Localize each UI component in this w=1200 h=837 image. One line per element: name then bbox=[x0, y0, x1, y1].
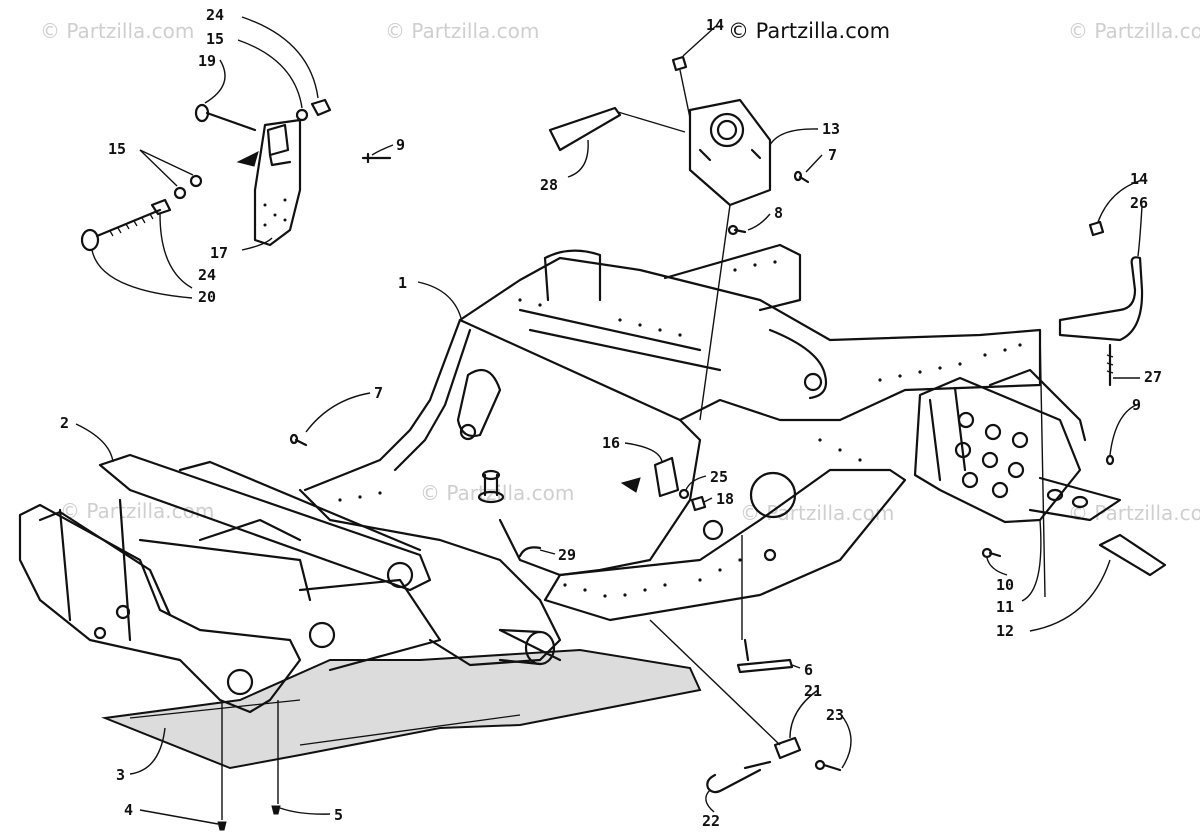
callout-24: 24 bbox=[198, 266, 216, 284]
callout-1: 1 bbox=[398, 274, 407, 292]
callout-17: 17 bbox=[210, 244, 228, 262]
callout-7: 7 bbox=[828, 146, 837, 164]
watermark-text: © Partzilla.com bbox=[1068, 19, 1200, 43]
leader-lines bbox=[75, 16, 1143, 825]
callout-9: 9 bbox=[1132, 396, 1141, 414]
small-hardware bbox=[217, 433, 842, 831]
callout-28: 28 bbox=[540, 176, 558, 194]
belly-pan bbox=[101, 648, 702, 770]
callout-16: 16 bbox=[602, 434, 620, 452]
callout-14: 14 bbox=[1130, 170, 1148, 188]
callout-20: 20 bbox=[198, 288, 216, 306]
front-suspension-bracket bbox=[18, 453, 442, 714]
callout-27: 27 bbox=[1144, 368, 1162, 386]
callout-22: 22 bbox=[702, 812, 720, 830]
callout-10: 10 bbox=[996, 576, 1014, 594]
callout-19: 19 bbox=[198, 52, 216, 70]
callout-13: 13 bbox=[822, 120, 840, 138]
callout-24: 24 bbox=[206, 6, 224, 24]
callout-labels: 24 15 19 9 15 17 24 20 14 13 7 28 8 1 7 … bbox=[60, 6, 1162, 830]
watermark-text: © Partzilla.com bbox=[740, 501, 894, 525]
watermark-text: © Partzilla.com bbox=[40, 19, 194, 43]
callout-12: 12 bbox=[996, 622, 1014, 640]
watermark-main: © Partzilla.com bbox=[728, 19, 890, 43]
callout-9: 9 bbox=[396, 136, 405, 154]
callout-23: 23 bbox=[826, 706, 844, 724]
callout-26: 26 bbox=[1130, 194, 1148, 212]
callout-15: 15 bbox=[108, 140, 126, 158]
steering-bracket-assembly bbox=[80, 98, 392, 252]
callout-15: 15 bbox=[206, 30, 224, 48]
callout-14: 14 bbox=[706, 16, 724, 34]
callout-21: 21 bbox=[804, 682, 822, 700]
main-chassis-frame bbox=[298, 243, 1042, 667]
watermark-text: © Partzilla.com bbox=[1068, 501, 1200, 525]
callout-11: 11 bbox=[996, 598, 1014, 616]
center-mount-plate bbox=[548, 55, 810, 236]
callout-29: 29 bbox=[558, 546, 576, 564]
running-board-plate bbox=[913, 220, 1167, 577]
callout-25: 25 bbox=[710, 468, 728, 486]
callout-5: 5 bbox=[334, 806, 343, 824]
callout-6: 6 bbox=[804, 661, 813, 679]
watermark-text: © Partzilla.com bbox=[385, 19, 539, 43]
callout-3: 3 bbox=[116, 766, 125, 784]
callout-8: 8 bbox=[774, 204, 783, 222]
callout-2: 2 bbox=[60, 414, 69, 432]
callout-18: 18 bbox=[716, 490, 734, 508]
callout-7: 7 bbox=[374, 384, 383, 402]
callout-4: 4 bbox=[124, 801, 133, 819]
